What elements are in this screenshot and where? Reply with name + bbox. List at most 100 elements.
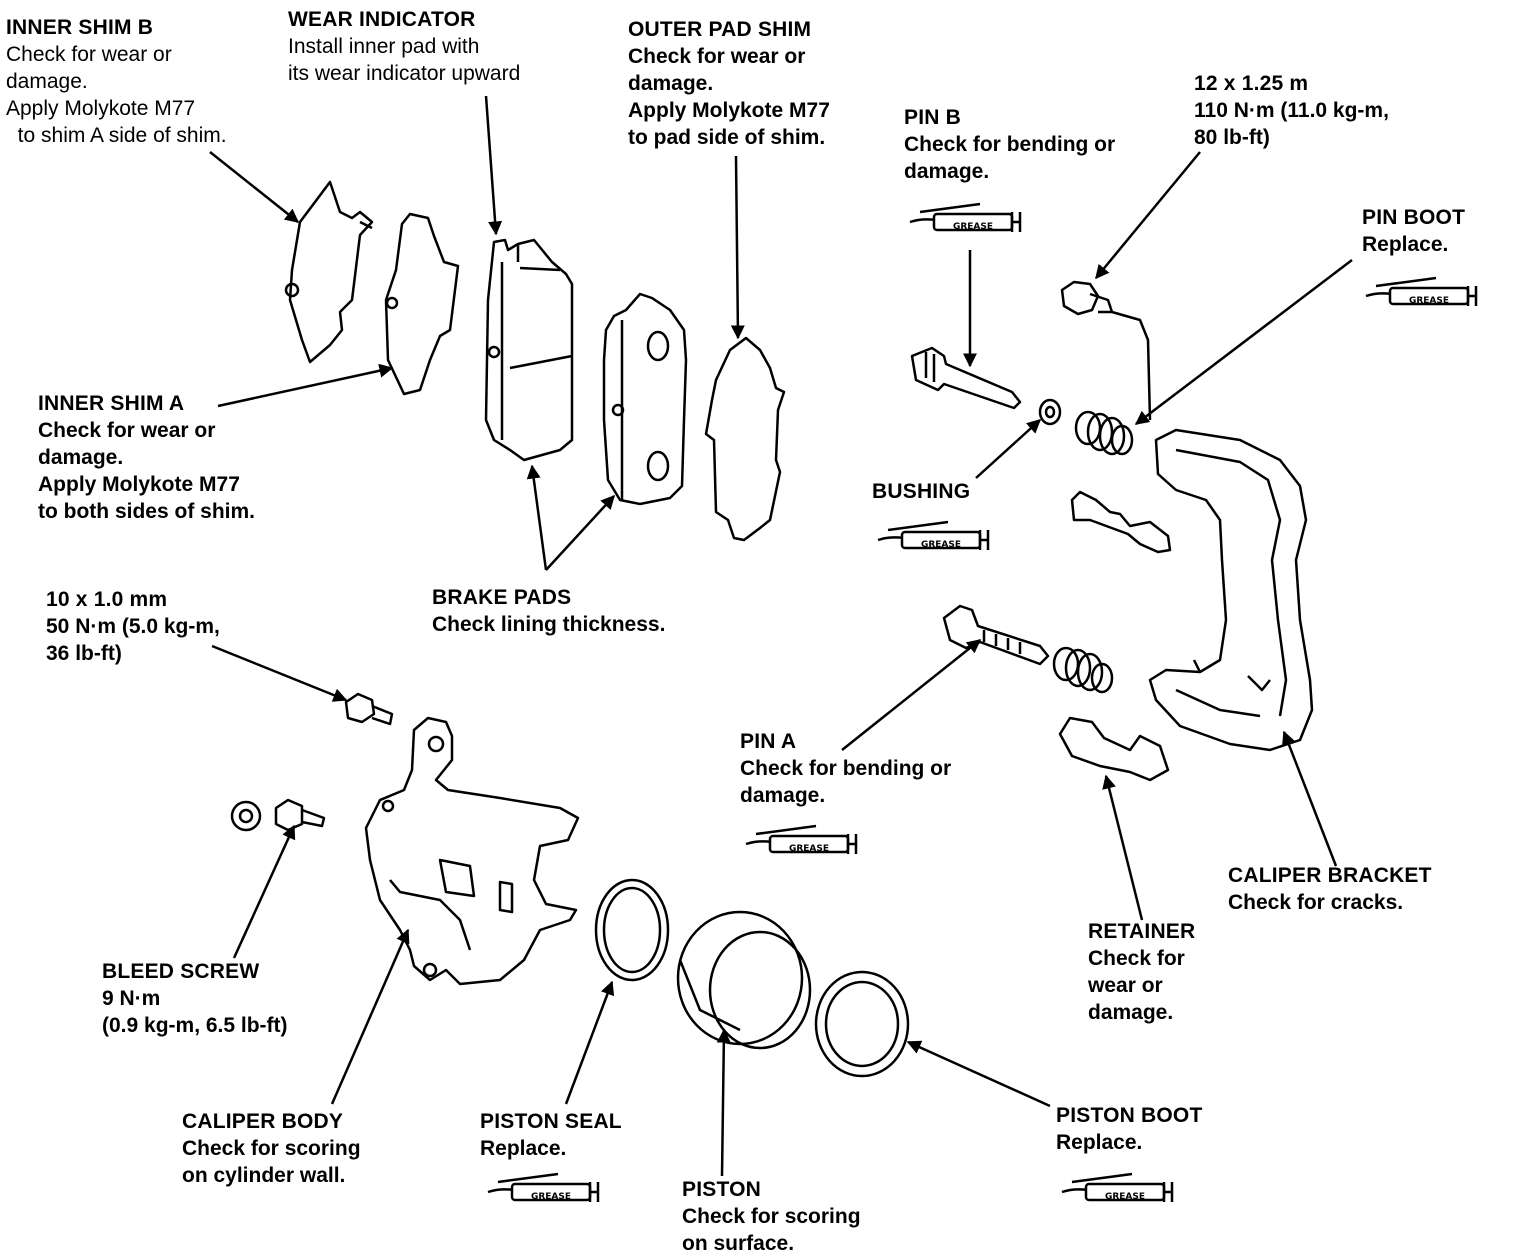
label-line: to pad side of shim. (628, 126, 826, 149)
grease-tag-text: GREASE (1105, 1192, 1145, 1202)
label-title: WEAR INDICATOR (288, 8, 476, 31)
label-title: BLEED SCREW (102, 960, 260, 983)
label-title: 10 x 1.0 mm (46, 588, 168, 611)
inner-shim-b-part (284, 180, 374, 364)
label-bolt-10: 10 x 1.0 mm 50 N·m (5.0 kg-m, 36 lb-ft) (46, 586, 220, 667)
label-line: 80 lb-ft) (1194, 126, 1270, 149)
label-title: INNER SHIM B (6, 16, 154, 39)
label-line: damage. (1088, 1001, 1174, 1024)
label-caliper-body: CALIPER BODY Check for scoring on cylind… (182, 1108, 361, 1189)
label-caliper-bracket: CALIPER BRACKET Check for cracks. (1228, 862, 1432, 916)
label-line: Check for (1088, 947, 1185, 970)
label-inner-shim-a: INNER SHIM A Check for wear or damage. A… (38, 390, 255, 525)
grease-tag-text: GREASE (921, 540, 961, 550)
label-line: wear or (1088, 974, 1163, 997)
inner-shim-a-part (384, 212, 460, 396)
label-line: 50 N·m (5.0 kg-m, (46, 615, 220, 638)
label-wear-indicator: WEAR INDICATOR Install inner pad with it… (288, 6, 520, 87)
grease-tag-text: GREASE (789, 844, 829, 854)
label-bleed-screw: BLEED SCREW 9 N·m (0.9 kg-m, 6.5 lb-ft) (102, 958, 288, 1039)
label-line: Install inner pad with (288, 35, 480, 58)
leader-arrows (209, 95, 1353, 1177)
label-line: Apply Molykote M77 (628, 99, 830, 122)
label-retainer: RETAINER Check for wear or damage. (1088, 918, 1195, 1026)
label-inner-shim-b: INNER SHIM B Check for wear or damage. A… (6, 14, 227, 149)
label-line: on cylinder wall. (182, 1164, 346, 1187)
label-title: PIN A (740, 730, 797, 753)
label-line: Check lining thickness. (432, 613, 666, 636)
label-line: Check for wear or (628, 45, 806, 68)
label-title: CALIPER BRACKET (1228, 864, 1432, 887)
piston-boot-part (814, 970, 910, 1078)
label-line: Check for bending or (740, 757, 952, 780)
label-title: PIN B (904, 106, 962, 129)
label-title: PISTON (682, 1178, 761, 1201)
inner-brake-pad-part (484, 238, 574, 462)
label-line: 110 N·m (11.0 kg-m, (1194, 99, 1389, 122)
label-title: CALIPER BODY (182, 1110, 344, 1133)
label-title: PIN BOOT (1362, 206, 1466, 229)
label-line: Replace. (1362, 233, 1449, 256)
outer-pad-shim-part (704, 336, 786, 542)
label-pin-a: PIN A Check for bending or damage. (740, 728, 951, 809)
label-line: Check for scoring (682, 1205, 861, 1228)
label-line: Check for wear or (38, 419, 216, 442)
label-line: 36 lb-ft) (46, 642, 122, 665)
label-title: RETAINER (1088, 920, 1196, 943)
label-line: on surface. (682, 1232, 795, 1255)
grease-tag-texts: GREASE GREASE GREASE GREASE GREASE GREAS… (531, 222, 1449, 1202)
label-piston-seal: PISTON SEAL Replace. (480, 1108, 622, 1162)
label-outer-pad-shim: OUTER PAD SHIM Check for wear or damage.… (628, 16, 830, 151)
grease-tag-text: GREASE (531, 1192, 571, 1202)
grease-tag-text: GREASE (1409, 296, 1449, 306)
piston-seal-part (594, 878, 670, 982)
label-title: INNER SHIM A (38, 392, 185, 415)
caliper-bracket-part (1148, 428, 1314, 752)
label-line: damage. (904, 160, 990, 183)
pin-boot-part (1074, 410, 1134, 456)
lower-retainer-part (1058, 716, 1170, 782)
label-line: Replace. (480, 1137, 567, 1160)
label-piston: PISTON Check for scoring on surface. (682, 1176, 861, 1256)
bushing-part (1038, 398, 1062, 426)
label-line: damage. (740, 784, 826, 807)
label-line: Check for wear or (6, 43, 172, 66)
grease-tag-text: GREASE (953, 222, 993, 232)
caliper-body-part (364, 716, 580, 986)
label-title: 12 x 1.25 m (1194, 72, 1309, 95)
bleed-screw-part (230, 798, 326, 832)
label-line: to both sides of shim. (38, 500, 256, 523)
lower-pin-boot-part (1052, 646, 1114, 694)
label-piston-boot: PISTON BOOT Replace. (1056, 1102, 1203, 1156)
label-line: Check for scoring (182, 1137, 361, 1160)
pin-a-part (942, 604, 1050, 666)
label-title: OUTER PAD SHIM (628, 18, 812, 41)
label-line: Check for cracks. (1228, 891, 1404, 914)
caliper-bolt-part (344, 692, 394, 726)
label-title: BRAKE PADS (432, 586, 572, 609)
label-line: to shim A side of shim. (6, 124, 227, 147)
piston-part (676, 910, 812, 1050)
outer-brake-pad-part (602, 292, 688, 506)
label-title: BUSHING (872, 480, 971, 503)
pin-b-part (910, 346, 1022, 410)
label-line: damage. (38, 446, 124, 469)
label-bushing: BUSHING (872, 478, 970, 505)
label-line: damage. (6, 70, 88, 93)
label-line: Apply Molykote M77 (38, 473, 240, 496)
label-line: its wear indicator upward (288, 62, 521, 85)
label-brake-pads: BRAKE PADS Check lining thickness. (432, 584, 665, 638)
label-line: Replace. (1056, 1131, 1143, 1154)
label-title: PISTON SEAL (480, 1110, 622, 1133)
upper-retainer-part (1070, 490, 1172, 554)
label-line: damage. (628, 72, 714, 95)
label-title: PISTON BOOT (1056, 1104, 1203, 1127)
label-bolt-12: 12 x 1.25 m 110 N·m (11.0 kg-m, 80 lb-ft… (1194, 70, 1389, 151)
label-line: Apply Molykote M77 (6, 97, 196, 120)
label-line: 9 N·m (102, 987, 161, 1010)
label-line: (0.9 kg-m, 6.5 lb-ft) (102, 1014, 288, 1037)
bracket-bolt-part (1060, 280, 1152, 421)
label-line: Check for bending or (904, 133, 1116, 156)
